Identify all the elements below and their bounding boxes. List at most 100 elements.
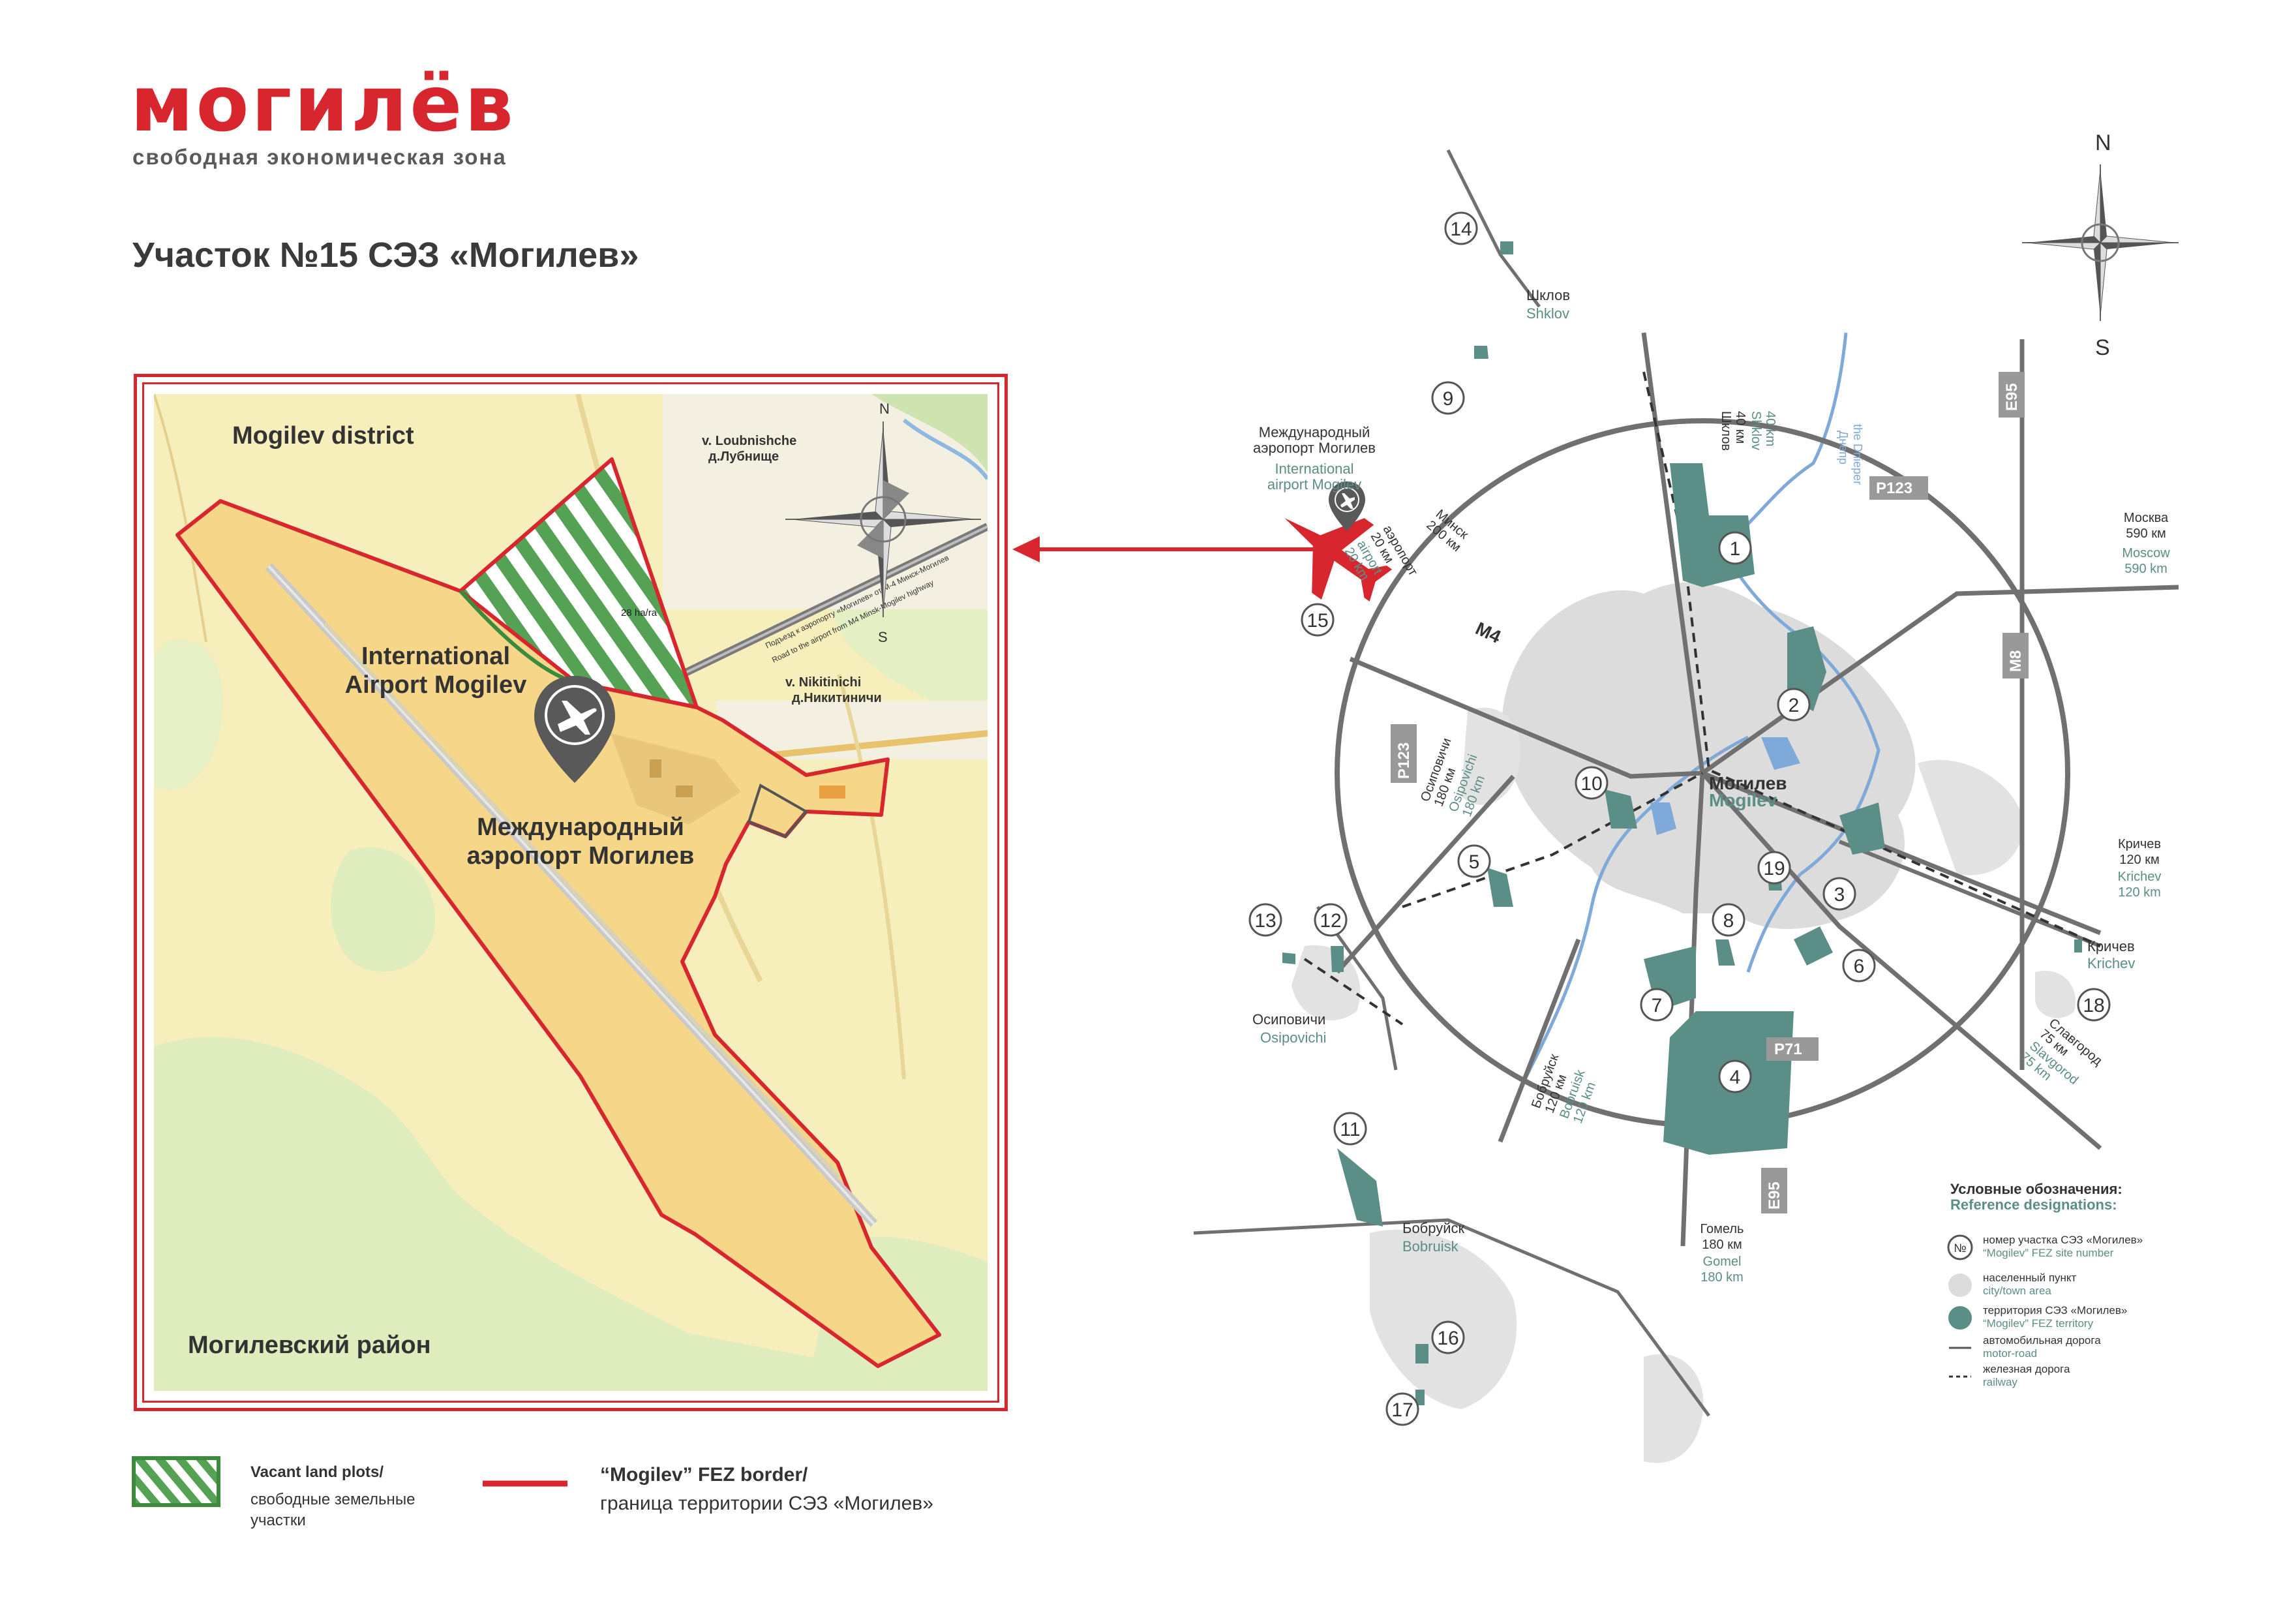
reference-item-4-ru: автомобильная дорога xyxy=(1983,1334,2101,1347)
site-marker-4[interactable] xyxy=(1718,1060,1752,1093)
site-marker-label-1: 1 xyxy=(1730,538,1741,560)
site-marker-14[interactable] xyxy=(1444,211,1478,245)
site-marker-15[interactable] xyxy=(1301,603,1335,637)
reference-item-2-ru: населенный пункт xyxy=(1983,1272,2077,1284)
site-marker-16[interactable] xyxy=(1431,1320,1465,1354)
site-marker-9[interactable] xyxy=(1431,381,1465,415)
fez-site-17-area xyxy=(1415,1390,1425,1405)
reference-item-3-ru: территория СЭЗ «Могилев» xyxy=(1983,1304,2127,1317)
road-badge-m8 xyxy=(2002,633,2029,678)
site-marker-label-16: 16 xyxy=(1437,1328,1458,1349)
dir-moscow-ru-1: Москва xyxy=(2124,511,2169,525)
lake xyxy=(1761,737,1800,770)
site-marker-6[interactable] xyxy=(1842,949,1876,983)
site-marker-1[interactable] xyxy=(1718,531,1752,565)
detail-map-frame-inner xyxy=(142,382,999,1403)
forest-area xyxy=(154,1037,988,1391)
site-marker-7[interactable] xyxy=(1640,988,1674,1022)
reference-title-en: Reference designations: xyxy=(1950,1197,2117,1213)
town-krichev-en: Krichev xyxy=(2087,955,2135,971)
detail-compass-icon xyxy=(785,421,981,617)
ov-airport-en-2: airport Mogilev xyxy=(1267,476,1361,493)
site-marker-11[interactable] xyxy=(1333,1112,1367,1146)
ov-airport-ru-2: аэропорт Могилев xyxy=(1253,440,1376,456)
terminal-outline xyxy=(747,784,809,838)
village-loubnishche-en: v. Loubnishche xyxy=(702,434,796,448)
reference-title-ru: Условные обозначения: xyxy=(1950,1181,2122,1197)
site-marker-label-14: 14 xyxy=(1450,219,1472,240)
fez-site-18-area xyxy=(2074,939,2082,953)
road-label-p71: P71 xyxy=(1774,1041,1802,1058)
airport-label-en-2: Airport Mogilev xyxy=(345,671,527,699)
town-area-krichev xyxy=(2035,971,2076,1018)
site-marker-13[interactable] xyxy=(1248,903,1282,937)
dir-bobruisk: Бобруйск 120 км Bobruisk 120 km xyxy=(1529,1052,1599,1125)
railway xyxy=(1303,958,1404,1026)
reference-item-5-ru: железная дорога xyxy=(1983,1363,2070,1375)
site-marker-label-19: 19 xyxy=(1763,858,1785,879)
reference-item-3-en: “Mogilev” FEZ territory xyxy=(1983,1317,2094,1330)
airport-label-ru-1: Международный xyxy=(477,814,684,841)
road-badge-p123-top xyxy=(1869,476,1928,500)
site-marker-label-15: 15 xyxy=(1307,610,1328,632)
dir-gomel-en-1: Gomel xyxy=(1703,1255,1742,1269)
ov-airport-en-1: International xyxy=(1275,461,1353,477)
fez-site-16-area xyxy=(1415,1344,1428,1364)
airport-label-en-1: International xyxy=(361,643,510,670)
site-marker-8[interactable] xyxy=(1712,903,1745,937)
village-area xyxy=(715,701,988,759)
detail-map[interactable]: Подъезд к аэропорту «Могилев» от М-4 Мин… xyxy=(154,394,988,1391)
road-badge-p71 xyxy=(1766,1037,1819,1061)
site-marker-5[interactable] xyxy=(1457,844,1491,878)
airport-pin-icon xyxy=(534,676,615,783)
dir-shklov: Шклов 40 км Shklov 40 km xyxy=(1719,411,1777,451)
svg-text:Shklov: Shklov xyxy=(1749,411,1763,450)
reference-item-2-en: city/town area xyxy=(1983,1285,2051,1297)
ov-airport-ru-1: Международный xyxy=(1259,424,1370,440)
airport-building xyxy=(819,785,845,799)
airport-building xyxy=(650,759,661,778)
site-marker-19[interactable] xyxy=(1757,851,1791,885)
dir-moscow-en-2: 590 km xyxy=(2124,562,2168,576)
road-label-p123-left: P123 xyxy=(1395,742,1413,779)
road-bobruisk xyxy=(1498,938,1581,1143)
site-marker-label-8: 8 xyxy=(1723,910,1734,932)
apron xyxy=(611,733,741,825)
detail-compass-s: S xyxy=(878,629,888,645)
site-marker-17[interactable] xyxy=(1385,1392,1419,1426)
village-loubnishche-ru: д.Лубнище xyxy=(708,450,779,464)
fez-site-10-area xyxy=(1605,789,1637,829)
road-local xyxy=(1193,1218,1711,1417)
town-area-bobruisk xyxy=(1370,1229,1517,1409)
site-marker-10[interactable] xyxy=(1575,766,1609,800)
river xyxy=(1524,873,1802,1078)
fez-site-8-area xyxy=(1715,939,1735,966)
city-label-ru: Могилев xyxy=(1709,773,1787,793)
town-krichev-ru: Кричев xyxy=(2087,938,2135,954)
district-label-ru: Могилевский район xyxy=(188,1332,431,1359)
airport-label-ru-2: аэропорт Могилев xyxy=(467,842,695,870)
district-label-en: Mogilev district xyxy=(232,422,414,450)
dir-gomel-ru-1: Гомель xyxy=(1700,1222,1744,1236)
town-bobruisk-ru: Бобруйск xyxy=(1402,1220,1465,1236)
road-osipovichi xyxy=(1335,774,1515,974)
reference-site-number-symbol: № xyxy=(1954,1242,1966,1255)
site-marker-label-9: 9 xyxy=(1443,388,1454,410)
site-marker-18[interactable] xyxy=(2077,988,2111,1022)
dir-dnieper: Днепр the Dnieper xyxy=(1837,424,1864,485)
road-label-p123-top: P123 xyxy=(1876,480,1912,497)
site-marker-12[interactable] xyxy=(1314,903,1348,937)
site-marker-2[interactable] xyxy=(1777,688,1811,722)
svg-text:Шклов: Шклов xyxy=(1719,411,1733,451)
fez-site-6-area xyxy=(1794,926,1833,966)
railway xyxy=(1402,772,1703,908)
site-marker-3[interactable] xyxy=(1822,877,1856,911)
fez-site-3-area xyxy=(1839,802,1885,855)
svg-text:Днепр: Днепр xyxy=(1837,431,1850,465)
river-dnieper xyxy=(1719,332,1881,876)
dir-krichev-en-1: Krichev xyxy=(2118,870,2162,884)
river-meadow xyxy=(871,394,988,472)
site-marker-label-11: 11 xyxy=(1340,1119,1360,1140)
